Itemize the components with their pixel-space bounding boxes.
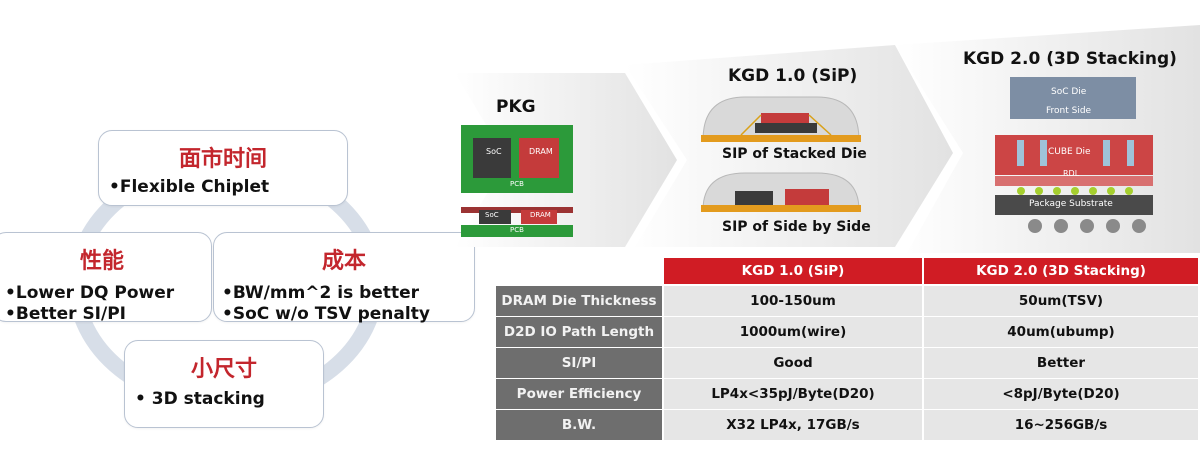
card-title: 小尺寸	[190, 357, 257, 382]
pkg-pcb-label: PCB	[510, 180, 524, 188]
table-row: D2D IO Path Length 1000um(wire) 40um(ubu…	[496, 317, 1198, 347]
stage-pkg-title: PKG	[496, 97, 536, 117]
kgd2-front-side-label: Front Side	[1046, 106, 1092, 116]
row-label: Power Efficiency	[496, 379, 662, 409]
row-label: D2D IO Path Length	[496, 317, 662, 347]
cycle-card-small-size: 小尺寸 • 3D stacking	[124, 340, 324, 428]
stage-kgd2-title: KGD 2.0 (3D Stacking)	[963, 49, 1177, 69]
cycle-card-time-to-market: 面市时间 •Flexible Chiplet	[98, 130, 348, 206]
row-label: SI/PI	[496, 348, 662, 378]
card-bullet: •SoC w/o TSV penalty	[222, 304, 430, 324]
row-value-kgd1: Good	[664, 348, 922, 378]
kgd2-substrate-label: Package Substrate	[1029, 199, 1113, 209]
card-title: 性能	[79, 249, 124, 274]
pkg-soc-label: SoC	[486, 147, 502, 156]
table-header-row: KGD 1.0 (SiP) KGD 2.0 (3D Stacking)	[496, 258, 1198, 284]
kgd2-soc-die-label: SoC Die	[1051, 87, 1087, 97]
row-value-kgd2: 40um(ubump)	[924, 317, 1198, 347]
evolution-banner	[455, 25, 1200, 253]
kgd1-side-caption: SIP of Side by Side	[722, 219, 871, 235]
row-value-kgd1: 100-150um	[664, 286, 922, 316]
card-bullet: • 3D stacking	[135, 389, 265, 409]
pkg-diagram	[461, 125, 573, 237]
row-label: B.W.	[496, 410, 662, 440]
pkg2-dram-label: DRAM	[530, 211, 551, 219]
row-label: DRAM Die Thickness	[496, 286, 662, 316]
card-bullet: •Lower DQ Power	[5, 283, 175, 303]
table-header-kgd2: KGD 2.0 (3D Stacking)	[924, 258, 1198, 284]
table-row: B.W. X32 LP4x, 17GB/s 16~256GB/s	[496, 410, 1198, 440]
row-value-kgd1: LP4x<35pJ/Byte(D20)	[664, 379, 922, 409]
row-value-kgd2: 16~256GB/s	[924, 410, 1198, 440]
kgd2-cube-die-label: CUBE Die	[1048, 147, 1091, 157]
pkg2-pcb-label: PCB	[510, 226, 524, 234]
pkg-dram-label: DRAM	[529, 147, 553, 156]
table-row: DRAM Die Thickness 100-150um 50um(TSV)	[496, 286, 1198, 316]
kgd2-3d-stack-diagram	[995, 77, 1153, 233]
kgd1-side-diagram	[701, 172, 861, 212]
table-row: SI/PI Good Better	[496, 348, 1198, 378]
row-value-kgd2: <8pJ/Byte(D20)	[924, 379, 1198, 409]
table-row: Power Efficiency LP4x<35pJ/Byte(D20) <8p…	[496, 379, 1198, 409]
card-title: 面市时间	[178, 147, 267, 172]
table-header-kgd1: KGD 1.0 (SiP)	[664, 258, 922, 284]
card-bullet: •Better SI/PI	[5, 304, 127, 324]
row-value-kgd2: 50um(TSV)	[924, 286, 1198, 316]
cycle-card-cost: 成本 •BW/mm^2 is better •SoC w/o TSV penal…	[213, 232, 475, 324]
pkg2-soc-label: SoC	[485, 211, 499, 219]
stage-kgd1-title: KGD 1.0 (SiP)	[728, 66, 858, 86]
kgd1-stacked-diagram	[701, 96, 861, 142]
row-value-kgd2: Better	[924, 348, 1198, 378]
kgd1-stacked-caption: SIP of Stacked Die	[722, 146, 867, 162]
row-value-kgd1: X32 LP4x, 17GB/s	[664, 410, 922, 440]
row-value-kgd1: 1000um(wire)	[664, 317, 922, 347]
cycle-card-performance: 性能 •Lower DQ Power •Better SI/PI	[0, 232, 212, 324]
card-title: 成本	[321, 249, 366, 274]
card-bullet: •BW/mm^2 is better	[222, 283, 420, 303]
kgd2-rdl-label: RDL	[1063, 169, 1080, 178]
card-bullet: •Flexible Chiplet	[109, 177, 270, 197]
